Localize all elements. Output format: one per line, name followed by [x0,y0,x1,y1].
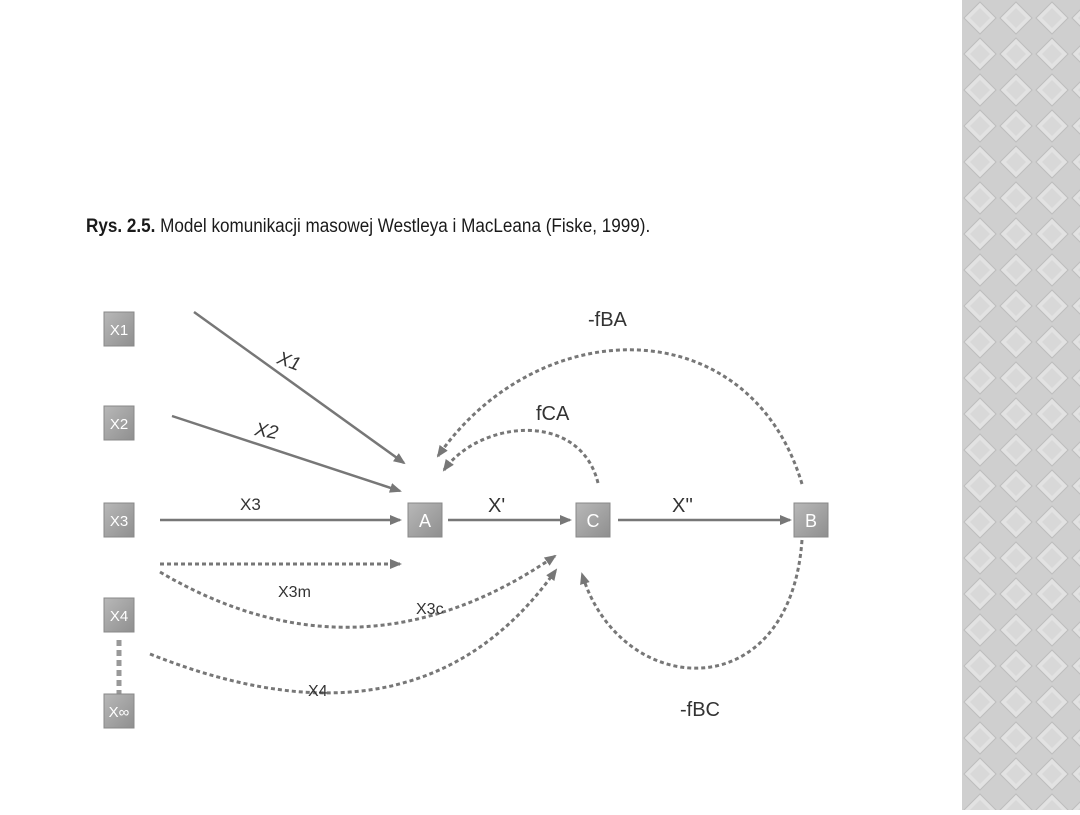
slide: Rys. 2.5. Model komunikacji masowej West… [60,216,860,770]
edge-label-x4: X4 [308,683,328,700]
arrow-fbc-dashed [580,539,804,670]
caption-text: Model komunikacji masowej Westleya i Mac… [155,216,651,237]
decorative-side-pattern [962,0,1080,810]
figure-caption: Rys. 2.5. Model komunikacji masowej West… [86,216,650,242]
arrow-fca-dashed [442,428,600,484]
diamond-pattern [962,0,1080,810]
node-x1: X1 [103,311,135,347]
arrow-x4-dashed [149,568,558,695]
node-c: C [575,502,611,538]
edge-label-f-ca: fCA [536,403,570,425]
node-x3: X3 [103,502,135,538]
node-x2-label: X2 [110,416,128,433]
node-x2: X2 [103,405,135,441]
edge-label-x3c: X3c [416,601,444,618]
edge-label-f-ba: -fBA [588,309,628,331]
node-x1-label: X1 [110,322,128,339]
arrow-x1-to-a [193,310,406,465]
edge-label-x-prime: X' [488,495,505,517]
node-a-label: A [419,511,431,531]
caption-number: Rys. 2.5. [86,216,156,237]
edge-label-x-double-prime: X'' [672,495,693,517]
arrow-x3c-dashed [159,554,557,629]
node-b: B [793,502,829,538]
node-c-label: C [587,511,600,531]
arrow-fba-dashed [436,348,804,485]
diagram-canvas: X1 X2 X3 X4 X∞ A [103,309,829,729]
communication-model-diagram: X1 X2 X3 X4 X∞ A [60,270,860,770]
edge-label-x3: X3 [240,495,261,514]
node-x5-label: X∞ [109,704,130,721]
edge-label-f-bc: -fBC [680,699,720,721]
node-x4-label: X4 [110,608,128,625]
edge-label-x3m: X3m [278,584,311,601]
node-a: A [407,502,443,538]
arrow-x2-to-a [171,414,402,493]
node-x3-label: X3 [110,513,128,530]
node-b-label: B [805,511,817,531]
edge-label-x2: X2 [252,419,280,444]
node-x4: X4 [103,597,135,633]
node-x5: X∞ [103,693,135,729]
